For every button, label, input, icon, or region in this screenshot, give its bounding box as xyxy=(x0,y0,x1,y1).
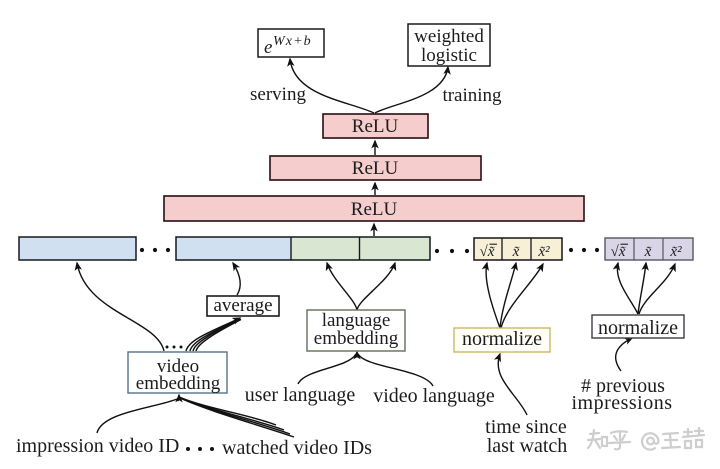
svg-text:user language: user language xyxy=(245,384,356,406)
svg-text:serving: serving xyxy=(250,84,306,105)
svg-text:√x̃: √x̃ xyxy=(611,244,626,260)
svg-text:e: e xyxy=(264,37,272,58)
svg-text:x̃²: x̃² xyxy=(537,244,550,260)
svg-text:video language: video language xyxy=(373,385,495,407)
svg-text:Wx+b: Wx+b xyxy=(273,34,312,49)
svg-text:ReLU: ReLU xyxy=(352,116,399,137)
svg-text:average: average xyxy=(213,295,272,316)
svg-text:x̃: x̃ xyxy=(644,244,652,260)
svg-text:impressions: impressions xyxy=(571,392,672,414)
svg-text:ReLU: ReLU xyxy=(351,199,398,220)
svg-text:language: language xyxy=(322,310,391,331)
svg-text:training: training xyxy=(442,85,502,106)
svg-text:logistic: logistic xyxy=(421,45,477,66)
svg-text:last watch: last watch xyxy=(487,435,568,457)
svg-text:ReLU: ReLU xyxy=(352,158,399,179)
svg-text:embedding: embedding xyxy=(314,328,399,349)
svg-text:x̃²: x̃² xyxy=(669,244,682,260)
svg-text:embedding: embedding xyxy=(136,373,221,394)
svg-text:weighted: weighted xyxy=(414,26,484,47)
svg-text:impression video ID: impression video ID xyxy=(16,435,179,457)
svg-text:x̃: x̃ xyxy=(512,244,520,260)
svg-text:√x̃: √x̃ xyxy=(480,244,495,260)
svg-text:time since: time since xyxy=(485,416,567,438)
svg-text:normalize: normalize xyxy=(462,328,542,350)
svg-text:# previous: # previous xyxy=(581,375,665,397)
svg-text:normalize: normalize xyxy=(598,317,678,339)
svg-text:video: video xyxy=(157,356,199,377)
svg-text:watched video IDs: watched video IDs xyxy=(222,437,372,459)
